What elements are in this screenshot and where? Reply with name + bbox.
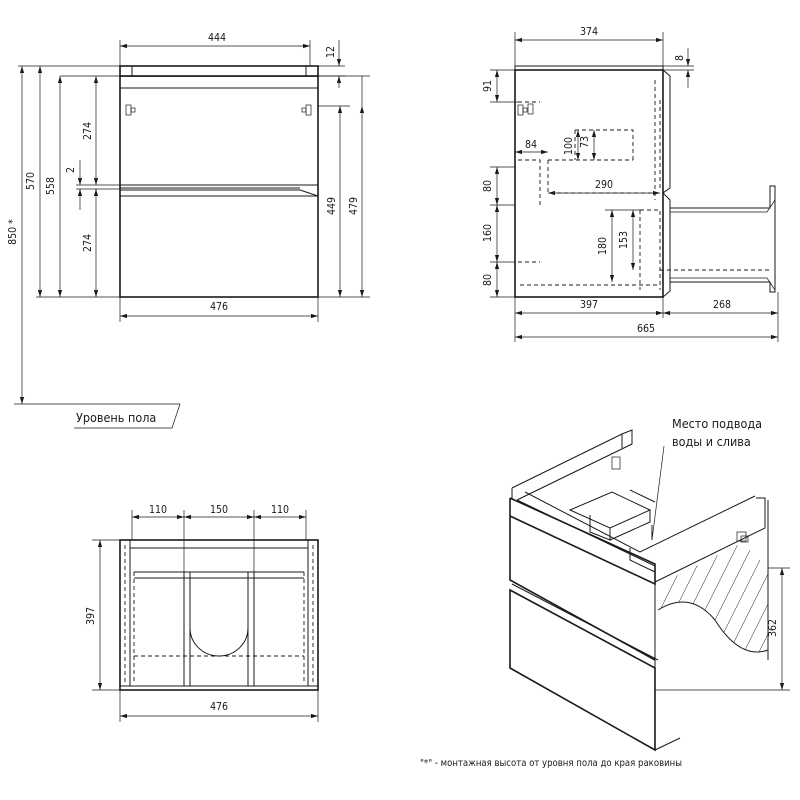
side-cabinet-body: [514, 69, 664, 298]
dim-side-80-upper: 80: [482, 180, 494, 192]
front-basin-top: [119, 65, 319, 77]
isometric-view: 362 Место подвода воды и слива: [509, 416, 790, 752]
dim-front-bottom-width: 476: [210, 301, 228, 313]
dim-front-449: 449: [326, 197, 338, 215]
front-cabinet-body: [119, 75, 319, 298]
supply-label-line2: воды и слива: [672, 434, 751, 449]
dim-top-110-right: 110: [271, 504, 289, 516]
iso-upper-drawer: [509, 497, 656, 586]
iso-lower-drawer: [509, 588, 656, 752]
front-view: 444 12 850 * 570 558 274 2 274: [7, 32, 370, 429]
dim-iso-362: 362: [767, 619, 779, 637]
dim-side-100: 100: [563, 137, 575, 155]
dim-side-290: 290: [595, 179, 613, 191]
dim-top-397: 397: [85, 607, 97, 625]
dim-side-374: 374: [580, 26, 598, 38]
dim-side-268: 268: [713, 299, 731, 311]
dim-front-gap: 2: [65, 167, 77, 173]
dim-top-150: 150: [210, 504, 228, 516]
dim-side-80-lower: 80: [482, 274, 494, 286]
dim-top-476: 476: [210, 701, 228, 713]
dim-side-91: 91: [482, 80, 494, 92]
dim-side-180: 180: [597, 237, 609, 255]
siphon-cutout: [189, 578, 249, 657]
dim-side-397: 397: [580, 299, 598, 311]
dim-front-570: 570: [25, 172, 37, 190]
dim-side-73: 73: [579, 136, 591, 148]
dim-front-850: 850 *: [7, 219, 19, 245]
floor-level-label: Уровень пола: [76, 410, 156, 425]
dim-side-8: 8: [674, 55, 686, 61]
top-view: 110 150 110 397 476: [85, 504, 319, 722]
footnote: "*" - монтажная высота от уровня пола до…: [420, 758, 682, 769]
dim-top-110-left: 110: [149, 504, 167, 516]
side-open-drawer: [670, 185, 776, 293]
top-view-outline: [119, 539, 319, 691]
dim-side-84: 84: [525, 139, 537, 151]
dim-front-top-width: 444: [208, 32, 226, 44]
supply-leader-line: [651, 445, 665, 541]
supply-label-line1: Место подвода: [672, 416, 762, 431]
dim-front-479: 479: [348, 197, 360, 215]
dim-side-153: 153: [618, 231, 630, 249]
dim-front-top-thickness: 12: [325, 46, 337, 58]
front-bracket-right: [305, 104, 312, 116]
dim-side-160: 160: [482, 224, 494, 242]
front-bracket-left: [125, 104, 132, 116]
dim-side-665: 665: [637, 323, 655, 335]
dim-front-drawer-lower: 274: [82, 234, 94, 252]
side-view: 374 8 91 84 100 73 290 80 160: [482, 26, 779, 342]
dim-front-drawer-upper: 274: [82, 122, 94, 140]
dim-front-558: 558: [45, 177, 57, 195]
